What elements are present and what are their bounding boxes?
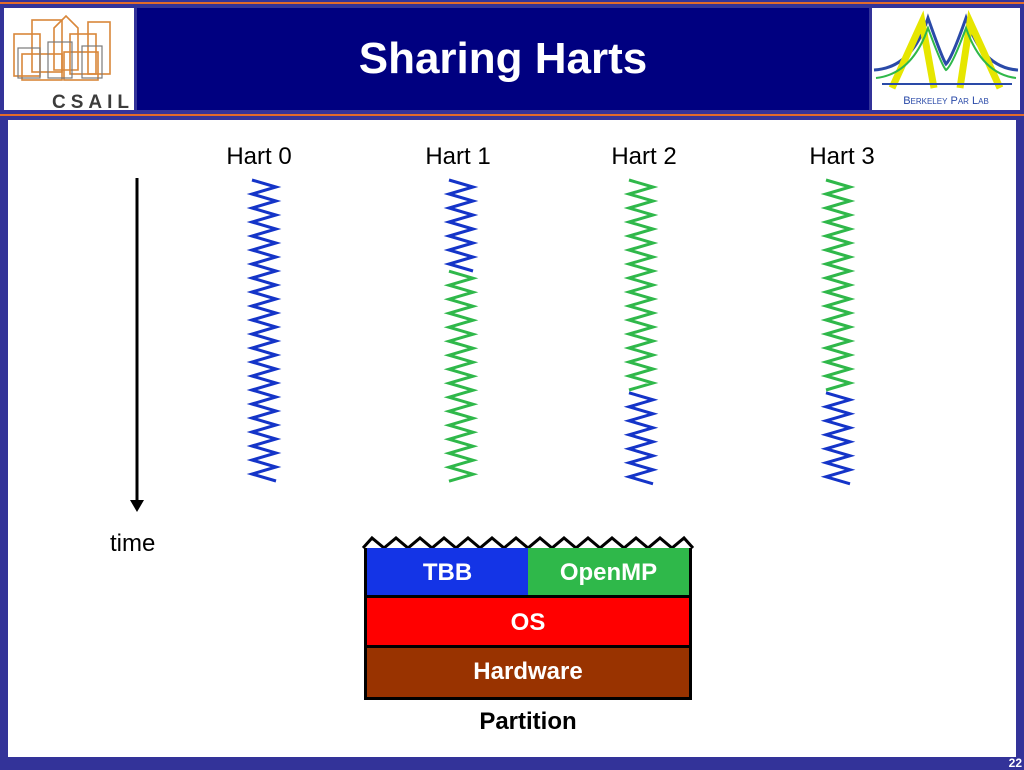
os-box: OS bbox=[364, 598, 692, 648]
hart-3-label: Hart 3 bbox=[809, 143, 875, 170]
time-arrow-icon bbox=[130, 178, 144, 512]
berkeley-par-lab-text: Berkeley Par Lab bbox=[903, 95, 989, 107]
openmp-box: OpenMP bbox=[528, 548, 692, 598]
hart-1-label: Hart 1 bbox=[425, 143, 491, 170]
hart-2-label: Hart 2 bbox=[611, 143, 677, 170]
hart-3-thread-segment-1 bbox=[820, 391, 856, 486]
csail-logo: CSAIL bbox=[4, 8, 134, 113]
hart-2-thread-segment-0 bbox=[623, 178, 659, 392]
header-rule-top bbox=[0, 2, 1024, 4]
header-rule-bottom bbox=[0, 114, 1024, 116]
page-number: 22 bbox=[1008, 756, 1022, 770]
berkeley-par-lab-logo: Berkeley Par Lab bbox=[872, 8, 1020, 110]
csail-buildings-icon bbox=[13, 14, 111, 81]
hart-2-thread-segment-1 bbox=[623, 391, 659, 486]
hart-0-label: Hart 0 bbox=[226, 143, 292, 170]
hart-1-thread-segment-0 bbox=[443, 178, 479, 273]
title-bar: Sharing Harts bbox=[137, 8, 869, 110]
partition-label: Partition bbox=[479, 708, 577, 735]
time-label: time bbox=[110, 530, 156, 557]
hart-1-thread-segment-1 bbox=[443, 269, 479, 483]
bridge-icon bbox=[873, 9, 1019, 90]
csail-logo-text: CSAIL bbox=[52, 92, 134, 113]
hart-3-thread-segment-0 bbox=[820, 178, 856, 392]
hardware-box: Hardware bbox=[364, 648, 692, 700]
hart-0-thread-segment-0 bbox=[246, 178, 282, 483]
slide-title: Sharing Harts bbox=[358, 34, 648, 83]
tbb-box: TBB bbox=[364, 548, 528, 598]
